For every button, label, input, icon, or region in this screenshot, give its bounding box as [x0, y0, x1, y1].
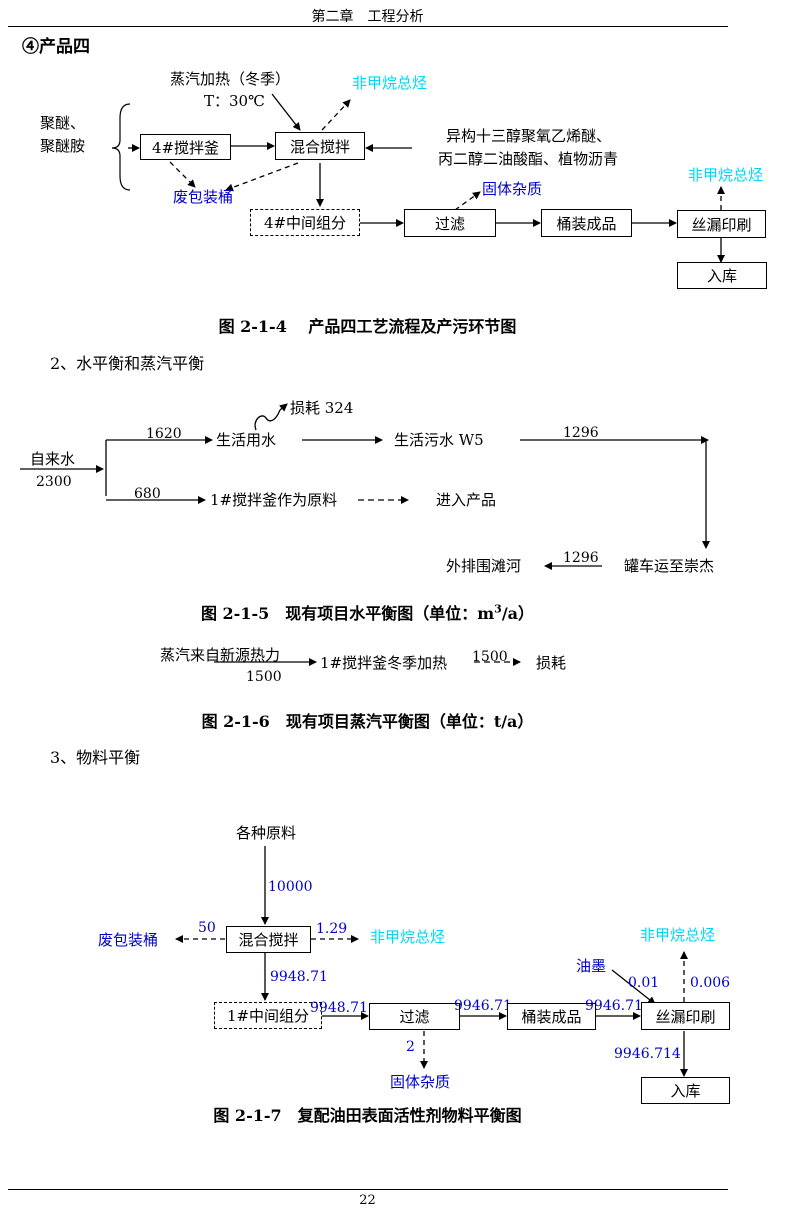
header-rule — [8, 26, 728, 27]
material-2: 2 — [406, 1039, 415, 1055]
material-9946-714: 9946.714 — [614, 1046, 681, 1062]
section-2-title: 2、水平衡和蒸汽平衡 — [50, 354, 205, 373]
figure-caption-2-1-5: 图 2-1-5 现有项目水平衡图（单位：m3/a） — [200, 602, 535, 623]
material-mix-box: 混合搅拌 — [226, 926, 311, 953]
tap-water-label: 自来水 — [30, 450, 76, 468]
material-9946-71-a: 9946.71 — [454, 998, 512, 1014]
material-10000: 10000 — [268, 879, 313, 895]
intermediate4-box: 4#中间组分 — [250, 209, 360, 236]
material-9948-71-b: 9948.71 — [310, 1000, 368, 1016]
mix-box: 混合搅拌 — [275, 132, 365, 160]
figure-caption-2-1-4: 图 2-1-4 产品四工艺流程及产污环节图 — [218, 317, 517, 336]
material-print-box: 丝漏印刷 — [641, 1002, 730, 1030]
raw-materials-label: 各种原料 — [236, 824, 297, 842]
kettle1-raw-label: 1#搅拌釜作为原料 — [210, 491, 338, 509]
print-box: 丝漏印刷 — [677, 210, 766, 238]
section-3-title: 3、物料平衡 — [50, 748, 141, 767]
sewage-label: 生活污水 W5 — [394, 431, 484, 449]
water-1620: 1620 — [146, 426, 182, 442]
steam-source-label: 蒸汽来自新源热力 — [160, 646, 281, 664]
tanker-label: 罐车运至崇杰 — [624, 557, 715, 575]
water-loss-label: 损耗 324 — [290, 399, 354, 417]
water-680: 680 — [134, 486, 161, 502]
material-filter-box: 过滤 — [369, 1003, 460, 1030]
temperature-label: T：30℃ — [204, 92, 265, 110]
figure-caption-2-1-6: 图 2-1-6 现有项目蒸汽平衡图（单位：t/a） — [201, 712, 534, 731]
page-number: 22 — [359, 1193, 376, 1208]
material-50: 50 — [198, 920, 216, 936]
raw-material-2: 聚醚胺 — [40, 137, 86, 155]
material-1-29: 1.29 — [316, 921, 348, 937]
discharge-label: 外排围滩河 — [446, 557, 522, 575]
material-waste-bucket: 废包装桶 — [98, 931, 159, 949]
material-intermediate-box: 1#中间组分 — [214, 1002, 322, 1029]
domestic-water-label: 生活用水 — [216, 431, 277, 449]
material-barrel-box: 桶装成品 — [507, 1003, 596, 1030]
filter-box: 过滤 — [404, 209, 496, 237]
water-1296-a: 1296 — [563, 425, 599, 441]
material-voc-1: 非甲烷总烃 — [370, 928, 446, 946]
voc-label-2: 非甲烷总烃 — [688, 166, 764, 184]
material-0-01: 0.01 — [628, 975, 660, 991]
steam-heating-label: 蒸汽加热（冬季） — [170, 70, 291, 88]
solid-impurity-label: 固体杂质 — [482, 180, 543, 198]
tap-water-value: 2300 — [36, 474, 72, 490]
storage-box: 入库 — [677, 262, 767, 289]
chapter-header: 第二章 工程分析 — [311, 9, 424, 25]
figure-caption-2-1-7: 图 2-1-7 复配油田表面活性剂物料平衡图 — [213, 1106, 522, 1125]
material-voc-2: 非甲烷总烃 — [640, 926, 716, 944]
steam-loss-label: 损耗 — [536, 654, 567, 672]
material-9946-71-b: 9946.71 — [585, 998, 643, 1014]
material-storage-box: 入库 — [641, 1077, 730, 1104]
material-9948-71-a: 9948.71 — [270, 969, 328, 985]
raw-material-1: 聚醚、 — [40, 114, 86, 132]
steam-1500-b: 1500 — [472, 649, 508, 665]
waste-bucket-label: 废包装桶 — [173, 188, 234, 206]
material-ink-label: 油墨 — [576, 957, 607, 975]
material-solid-impurity: 固体杂质 — [390, 1073, 451, 1091]
steam-kettle-label: 1#搅拌釜冬季加热 — [320, 654, 448, 672]
voc-label-1: 非甲烷总烃 — [352, 74, 428, 92]
kettle4-box: 4#搅拌釜 — [140, 134, 231, 160]
additives-line-1: 异构十三醇聚氧乙烯醚、 — [446, 127, 612, 145]
into-product-label: 进入产品 — [436, 491, 497, 509]
additives-line-2: 丙二醇二油酸酯、植物沥青 — [438, 150, 619, 168]
barrel-product-box: 桶装成品 — [541, 209, 632, 237]
material-0-006: 0.006 — [690, 975, 731, 991]
footer-rule — [8, 1189, 728, 1190]
water-1296-b: 1296 — [563, 550, 599, 566]
product4-heading: ④产品四 — [22, 37, 90, 57]
steam-1500-a: 1500 — [246, 669, 282, 685]
